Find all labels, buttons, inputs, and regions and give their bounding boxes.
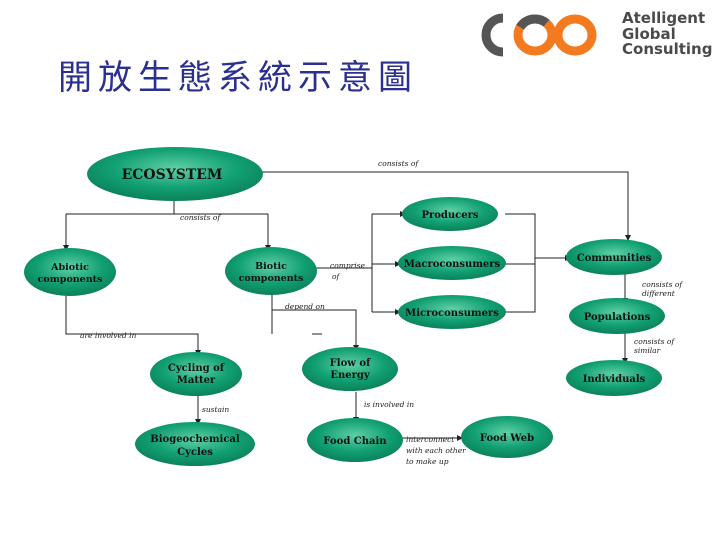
edge-label-interconnect-2: with each other — [406, 446, 466, 455]
svg-text:Producers: Producers — [421, 210, 478, 221]
svg-text:components: components — [239, 273, 304, 284]
svg-text:Biogeochemical: Biogeochemical — [150, 434, 240, 445]
node-cycling-of-matter: Cycling of Matter — [150, 352, 242, 396]
edge-label-comprise: comprise — [330, 261, 365, 270]
edge-label-are-involved-in: are involved in — [80, 331, 137, 340]
node-biogeochemical-cycles: Biogeochemical Cycles — [135, 422, 255, 466]
edge-label-consists-of-similar-1: consists of — [634, 337, 675, 346]
logo-text: Atelligent Global Consulting — [622, 9, 713, 58]
edge-label-sustain: sustain — [202, 405, 229, 414]
edge-label-consists-of-different-2: different — [642, 289, 676, 298]
logo-mark-icon — [481, 13, 597, 57]
svg-text:Flow of: Flow of — [330, 358, 371, 369]
svg-text:Macroconsumers: Macroconsumers — [404, 259, 501, 270]
svg-text:Cycles: Cycles — [177, 447, 213, 458]
svg-text:Food Web: Food Web — [480, 433, 534, 444]
svg-text:Energy: Energy — [330, 370, 371, 381]
connectors — [63, 171, 631, 441]
svg-text:Individuals: Individuals — [583, 374, 646, 385]
edge-label-is-involved-in: is involved in — [364, 400, 414, 409]
svg-text:Cycling of: Cycling of — [168, 363, 225, 374]
edge-label-consists-of-similar-2: similar — [634, 346, 661, 355]
node-ecosystem: ECOSYSTEM — [87, 147, 263, 201]
svg-text:components: components — [38, 274, 103, 285]
logo-line-1: Atelligent — [622, 9, 706, 27]
label-ecosystem: ECOSYSTEM — [122, 167, 223, 183]
svg-text:Food Chain: Food Chain — [323, 436, 387, 447]
svg-text:Matter: Matter — [177, 375, 216, 386]
svg-text:Abiotic: Abiotic — [50, 262, 89, 273]
node-populations: Populations — [569, 298, 665, 334]
node-biotic-components: Biotic components — [225, 247, 317, 295]
node-producers: Producers — [402, 197, 498, 231]
node-macroconsumers: Macroconsumers — [398, 246, 506, 280]
node-abiotic-components: Abiotic components — [24, 248, 116, 296]
edge-label-depend-on: depend on — [285, 302, 325, 311]
edge-label-consists-of-different-1: consists of — [642, 280, 683, 289]
node-flow-of-energy: Flow of Energy — [302, 347, 398, 391]
node-food-chain: Food Chain — [307, 418, 403, 462]
svg-text:Populations: Populations — [584, 312, 651, 323]
edge-label-consists-of-left: consists of — [180, 213, 221, 222]
edge-label-interconnect-3: to make up — [406, 457, 449, 466]
node-communities: Communities — [566, 239, 662, 275]
edge-label-of: of — [332, 272, 341, 281]
logo-line-3: Consulting — [622, 40, 713, 58]
node-microconsumers: Microconsumers — [398, 295, 506, 329]
edge-label-consists-of-top: consists of — [378, 159, 419, 168]
svg-text:Microconsumers: Microconsumers — [405, 308, 499, 319]
logo-line-2: Global — [622, 24, 676, 43]
page-title: 開放生態系統示意圖 — [58, 58, 418, 98]
node-individuals: Individuals — [566, 360, 662, 396]
svg-text:Communities: Communities — [577, 253, 652, 264]
svg-text:Biotic: Biotic — [255, 261, 287, 272]
node-food-web: Food Web — [461, 416, 553, 458]
edge-label-interconnect-1: interconnect — [406, 435, 455, 444]
